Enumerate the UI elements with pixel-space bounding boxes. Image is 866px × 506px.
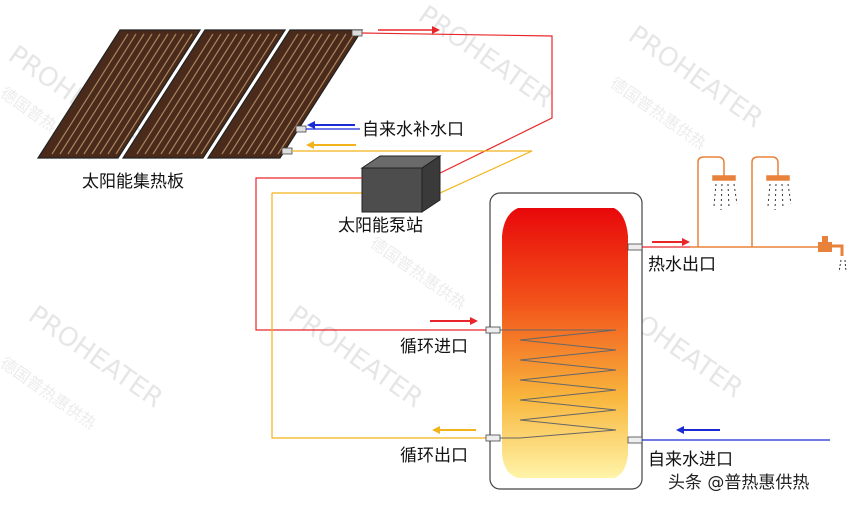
collector-hot-line <box>361 32 553 179</box>
label-circulation-inlet: 循环进口 <box>400 337 468 357</box>
label-collector: 太阳能集热板 <box>82 172 184 192</box>
label-circulation-outlet: 循环出口 <box>400 446 468 466</box>
shower-water-drops <box>713 183 792 211</box>
circulation-return-line <box>271 193 490 439</box>
label-pump-station: 太阳能泵站 <box>338 216 423 236</box>
label-hot-water-outlet: 热水出口 <box>648 255 716 275</box>
flow-arrow-circ-in <box>430 317 478 325</box>
cold-water-inlet-line <box>642 426 830 441</box>
hot-water-outlet-line <box>642 238 820 248</box>
shower-heads <box>697 156 790 247</box>
faucet <box>818 236 847 273</box>
credit-text: 头条 @普热惠供热 <box>668 473 810 493</box>
storage-tank <box>485 192 643 490</box>
flow-arrow-circ-out <box>432 426 476 434</box>
makeup-water-line <box>306 121 360 130</box>
flow-arrow-return-top <box>306 141 356 149</box>
solar-collector-panels <box>36 29 364 159</box>
label-cold-water-inlet: 自来水进口 <box>648 450 733 470</box>
circulation-supply-line <box>255 177 490 331</box>
pump-station-box <box>360 155 442 213</box>
flow-arrow-hot-top <box>378 26 440 34</box>
collector-return-line <box>272 150 533 194</box>
label-makeup-inlet: 自来水补水口 <box>362 120 464 140</box>
